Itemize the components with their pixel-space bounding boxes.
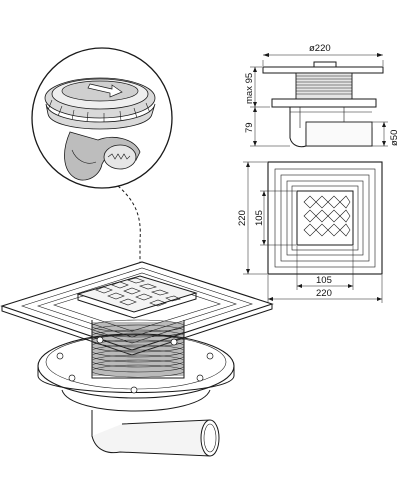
side-elevation-view: ø220 max 95 79 ø50 [244,43,400,148]
dim-outlet-height: 79 [244,122,255,133]
dim-grate-vertical: 105 [254,210,265,226]
dim-plan-bottom-width: 220 [316,288,332,299]
dim-outlet-diameter: ø50 [389,130,400,146]
dim-top-diameter: ø220 [309,43,331,54]
dim-plan-side: 220 [237,210,248,226]
detail-zoom-callout [31,47,173,189]
isometric-drain-view [0,261,274,457]
dim-max-height: max 95 [244,73,255,104]
plan-view: 220 105 105 220 [237,161,383,303]
connector-dashed-arrow [117,185,141,275]
dim-grate-horizontal: 105 [316,275,332,286]
